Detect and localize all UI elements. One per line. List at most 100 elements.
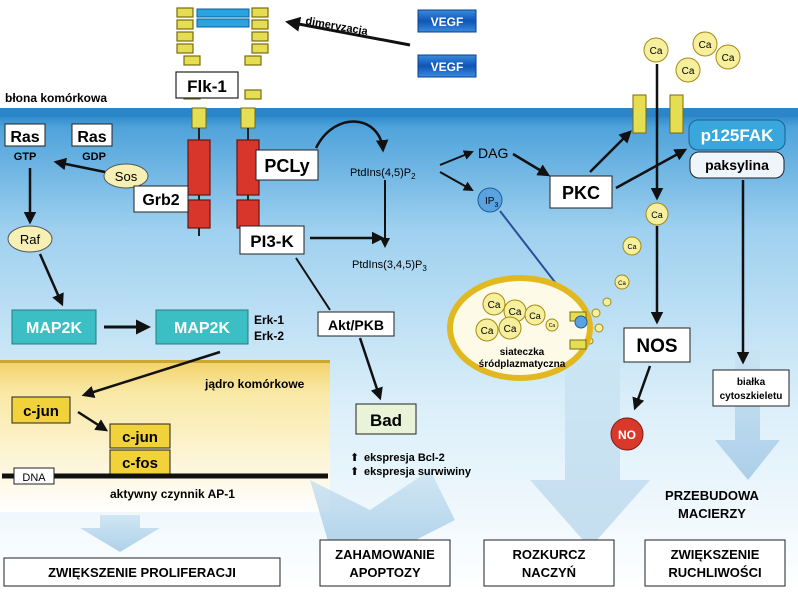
cytoskeleton-box [712,369,790,407]
sos-label: Sos [115,169,138,184]
pcly-box [255,149,319,181]
no-circle [610,417,644,451]
ptdins-to-dag-arrow [439,150,474,166]
gtp-label: GTP [14,151,37,163]
dag-to-pkc-arrow [512,152,551,177]
outcome-motility-box [644,539,786,587]
svg-text:Ca: Ca [618,281,626,287]
flk1-label: Flk-1 [187,77,227,96]
outcome-vasodilation-label-2: NACZYŃ [522,565,576,580]
akt-box [317,311,395,337]
svg-text:Ca: Ca [682,66,695,77]
ip3-bound-icon [574,315,588,329]
outcome-apoptosis-label-2: APOPTOZY [349,565,421,580]
raf-label: Raf [20,232,41,247]
svg-text:Ca: Ca [504,324,517,335]
pcly-label: PCLy [264,156,309,176]
pkc-box [549,175,613,209]
map2k-label-2: MAP2K [174,320,230,337]
svg-text:Ca: Ca [650,46,663,57]
grb2-box [133,185,189,213]
pcly-to-ptdins-arrow [314,120,389,153]
dna-box [13,467,55,485]
dimerization-arrow [285,16,411,47]
dna-label: DNA [22,472,46,484]
raf-ellipse [7,225,53,253]
apoptosis-arrow [310,470,455,548]
extracellular-calcium: Ca Ca Ca Ca [643,31,741,83]
pi3k-label: PI3-K [250,232,294,251]
ip3-circle [477,187,503,213]
vegf-label-1: VEGF [431,15,464,29]
ras-gtp-label: Ras [10,129,39,146]
bcl2-arrow-icon: ⬆ [350,452,359,464]
motility-arrow [715,350,780,480]
outcome-proliferation-label: ZWIĘKSZENIE PROLIFERACJI [48,565,236,580]
svg-text:Ca: Ca [529,311,541,321]
ca-channel-right [669,94,684,134]
svg-text:Ca: Ca [651,210,663,220]
sos-ellipse [103,163,149,189]
ptdins3-label: PtdIns(3,4,5)P3 [352,259,427,273]
ras-gdp-label: Ras [77,129,106,146]
cjun-label-2: c-jun [122,429,158,446]
matrix-remodel-label-2: MACIERZY [678,506,746,521]
svg-text:Ca: Ca [509,307,522,318]
survivin-label: ekspresja surwiwiny [364,466,472,478]
outcome-vasodilation-box [483,539,615,587]
ptdins2-label: PtdIns(4,5)P2 [350,167,416,181]
bcl2-label: ekspresja Bcl-2 [364,452,445,464]
cjun-box-2 [109,423,171,449]
svg-text:Ca: Ca [722,53,735,64]
nos-label: NOS [636,336,677,357]
p125fak-box [688,119,786,151]
ptdins-to-ip3-arrow [439,171,474,191]
vasodilation-arrow [530,360,650,548]
vegf-box-2 [417,54,477,78]
erk2-label: Erk-2 [254,329,284,343]
outcome-apoptosis-box [319,539,451,587]
svg-text:Ca: Ca [549,323,556,329]
flk1-receptor [176,7,269,236]
akt-label: Akt/PKB [328,317,384,333]
pkc-to-channel-arrow [589,130,632,173]
vegf-label-2: VEGF [431,60,464,74]
nos-box [623,327,691,363]
pkc-to-fak-arrow [615,148,688,190]
ras-gtp-box [4,123,46,147]
bad-box [355,403,417,435]
svg-text:Ca: Ca [699,40,712,51]
outcome-apoptosis-label-1: ZAHAMOWANIE [335,547,435,562]
nos-to-no-arrow [632,365,652,411]
map2k-label-1: MAP2K [26,320,82,337]
ip3-receptor-bottom [569,339,587,350]
bad-label: Bad [370,411,402,430]
ca-channel-left [632,94,647,134]
raf-to-map2k-arrow [38,253,64,307]
survivin-arrow-icon: ⬆ [350,466,359,478]
proliferation-arrow [80,515,160,552]
map2k-box-1 [11,309,97,345]
paksylina-label: paksylina [705,157,769,173]
cjun-label-1: c-jun [23,403,59,420]
outcome-vasodilation-label-1: ROZKURCZ [513,547,586,562]
pi3k-box [239,225,305,255]
paksylina-box [689,151,785,179]
outcome-proliferation-box [3,557,281,587]
ip3-label: IP3 [485,196,498,209]
outcome-motility-label-2: RUCHLIWOŚCI [668,565,761,580]
cell-membrane [0,108,798,117]
svg-text:Ca: Ca [481,326,494,337]
er-label-1: siateczka [500,347,545,358]
map2k-box-2 [155,309,249,345]
pkc-label: PKC [562,183,600,203]
membrane-label: błona komórkowa [5,91,107,105]
ras-gdp-box [71,123,113,147]
cjun-to-ap1-arrow [77,410,109,432]
nuclear-envelope [0,360,330,363]
matrix-remodel-label-1: PRZEBUDOWA [665,488,760,503]
ap1-label: aktywny czynnik AP-1 [110,487,235,501]
er-calcium: Ca Ca Ca Ca Ca Ca [475,292,559,342]
cytoskeleton-label-1: białka [737,377,766,388]
